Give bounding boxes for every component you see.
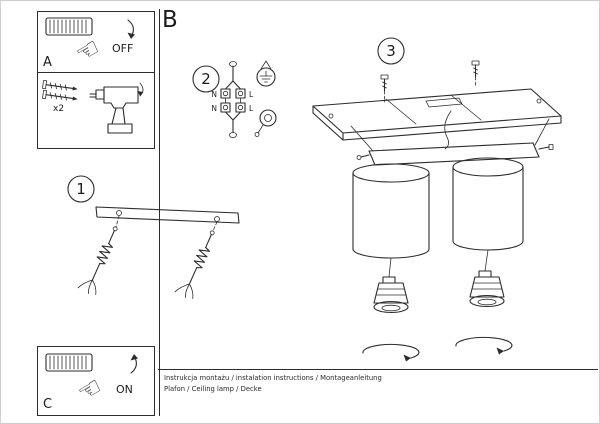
cable-clamp-icon [254,109,277,137]
gu10-bulb-left [373,257,409,314]
mounting-bracket [356,142,554,166]
switch-state-label: ON [116,383,133,396]
svg-text:☜: ☜ [73,371,108,409]
step3-number: 3 [386,42,396,60]
mounting-screw-left [380,74,389,103]
breaker-strip-icon [45,17,93,36]
mounting-screw-right [471,60,480,88]
step3-illustration: 3 [312,37,562,362]
terminal-label-n-top: N [211,90,217,99]
footer-line-2: Plafon / Ceiling lamp / Decke [164,385,262,393]
terminal-label-n-bottom: N [211,104,217,113]
step1-number: 1 [76,180,86,198]
screws-icon [42,79,78,101]
panel-c-label: C [43,397,53,412]
footer-line-1: Instrukcja montażu / instalation instruc… [164,374,382,382]
footer: Instrukcja montażu / instalation instruc… [164,373,382,395]
terminal-label-l-bottom: L [249,104,254,113]
step2-number-badge: 2 [192,65,220,93]
hand-icon: ☜ [73,371,108,409]
leader-line [212,221,218,232]
step1-illustration: 1 [67,175,240,300]
flip-arrow-icon [127,19,135,39]
panel-a-power-off: ☜ OFF A [37,11,155,73]
rotation-arrow-right [455,336,513,355]
lamp-shade-right [452,157,524,251]
breaker-strip-icon [45,353,93,372]
step3-number-badge: 3 [377,37,405,65]
screw-count-label: x2 [53,104,65,114]
hand-icon: ☜ [71,32,106,70]
panel-c-illustration: ☜ [45,353,138,409]
panel-tools: x2 [37,72,155,149]
earth-terminal-icon [256,60,276,87]
wire-and-terminal-block: N L N L [211,61,254,138]
column-divider [159,9,160,416]
panel-a-illustration: ☜ [45,17,135,70]
panel-a-label: A [43,55,52,70]
switch-state-label: OFF [112,42,134,55]
gu10-bulb-right [469,249,505,308]
spring-anchor-left [77,226,118,296]
lamp-shade-left [352,163,430,259]
drill-icon [89,82,144,134]
suspension-cables [350,110,550,152]
section-b-label: B [162,7,178,33]
svg-text:☜: ☜ [71,32,106,70]
rotation-arrow-left [362,343,420,362]
step2-number: 2 [201,70,211,88]
leader-line [115,215,120,228]
spring-anchor-right [174,230,215,300]
mounting-bar [95,206,240,224]
ceiling-plate [312,88,562,141]
flip-arrow-icon [130,354,138,374]
terminal-label-l-top: L [249,90,254,99]
panel-c-power-on: ☜ ON C [37,346,155,416]
step2-illustration: 2 N L N L [192,60,277,138]
step1-number-badge: 1 [67,175,95,203]
footer-divider [158,369,598,370]
tools-illustration [42,79,144,134]
